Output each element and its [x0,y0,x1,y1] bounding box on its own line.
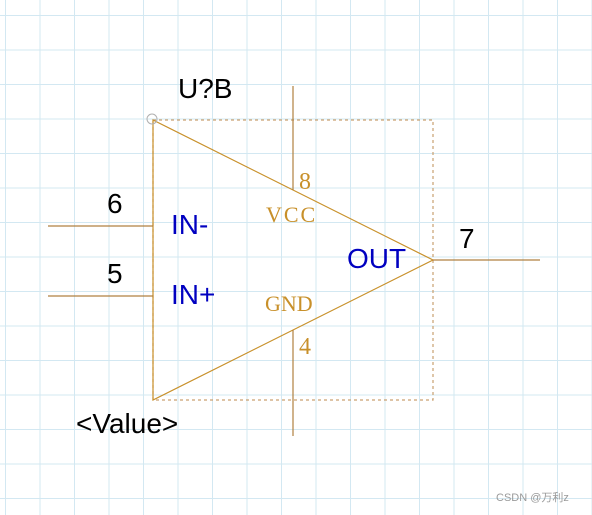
component-value-label: <Value> [76,408,179,439]
origin-marker [146,113,158,125]
pin-in-minus-number: 6 [107,188,123,219]
pin-out-name: OUT [347,243,407,274]
pin-out-number: 7 [459,223,475,254]
pin-gnd-number: 4 [299,334,311,360]
watermark: CSDN @万利z [496,492,569,504]
pin-vcc-number: 8 [299,169,311,195]
component-reference-label: U?B [178,73,233,104]
pin-in-minus-name: IN- [171,209,209,240]
pin-in-plus-name: IN+ [171,279,216,310]
pin-in-plus-number: 5 [107,258,123,289]
pin-gnd-name: GND [265,291,313,316]
pin-vcc-name: VCC [266,202,318,227]
